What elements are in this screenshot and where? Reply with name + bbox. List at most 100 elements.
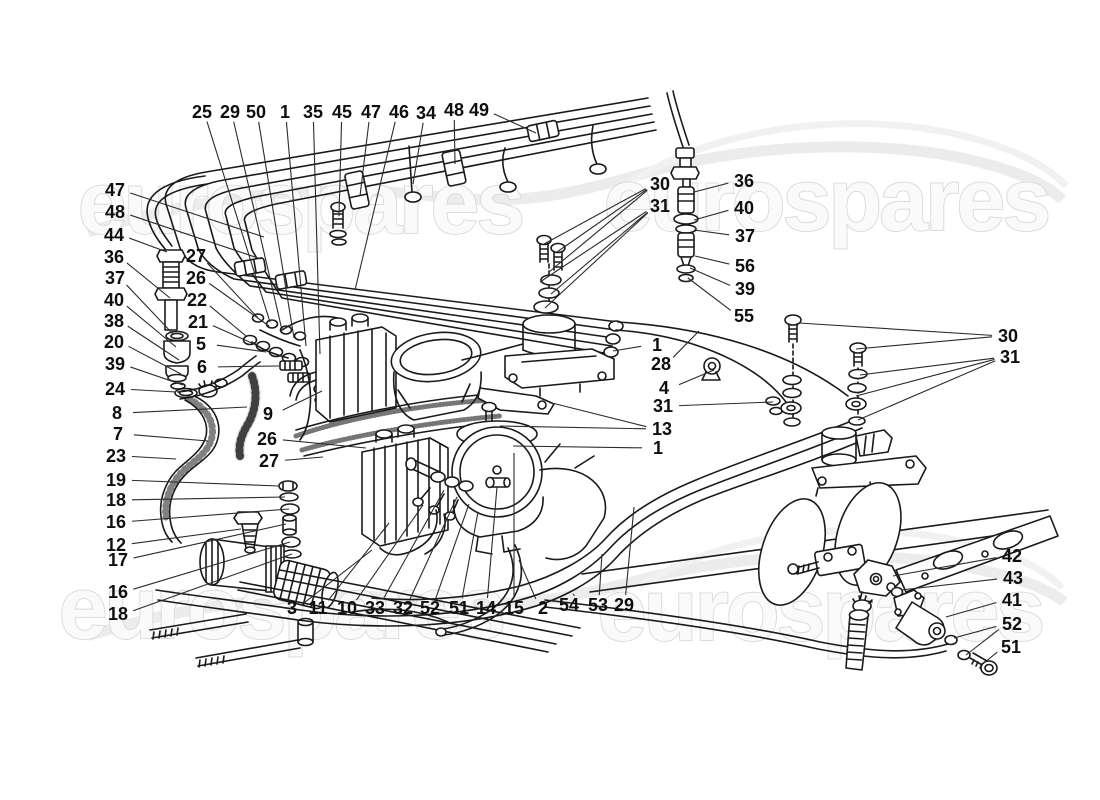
leader-line [965,629,1000,656]
part-label-46[interactable]: 46 [389,102,409,122]
part-label-1[interactable]: 1 [652,335,662,355]
part-label-28[interactable]: 28 [651,354,671,374]
leader-line [435,503,470,599]
part-label-30[interactable]: 30 [998,326,1018,346]
leader-line [209,283,270,327]
leader-line [130,388,177,393]
leader-lines [126,113,1000,664]
part-label-43[interactable]: 43 [1003,568,1023,588]
leader-line [945,601,997,618]
leader-line [672,330,700,358]
part-label-29[interactable]: 29 [220,102,240,122]
part-label-37[interactable]: 37 [735,226,755,246]
part-label-49[interactable]: 49 [469,100,489,120]
part-label-44[interactable]: 44 [104,225,124,245]
part-label-26[interactable]: 26 [186,268,206,288]
right-injector [666,90,700,283]
part-label-24[interactable]: 24 [105,379,125,399]
part-label-47[interactable]: 47 [361,102,381,122]
part-label-19[interactable]: 19 [106,470,126,490]
part-label-52[interactable]: 52 [1002,614,1022,634]
part-label-22[interactable]: 22 [187,290,207,310]
part-label-18[interactable]: 18 [108,604,128,624]
part-label-1[interactable]: 1 [280,102,290,122]
part-label-53[interactable]: 53 [588,595,608,615]
part-label-34[interactable]: 34 [416,103,436,123]
part-label-41[interactable]: 41 [1002,590,1022,610]
part-label-18[interactable]: 18 [106,490,126,510]
leader-line [486,486,498,599]
part-label-2[interactable]: 2 [538,598,548,618]
part-label-48[interactable]: 48 [105,202,125,222]
part-label-21[interactable]: 21 [188,312,208,332]
part-label-10[interactable]: 10 [337,598,357,618]
part-label-54[interactable]: 54 [559,595,579,615]
part-label-4[interactable]: 4 [659,378,669,398]
part-label-38[interactable]: 38 [104,311,124,331]
part-label-16[interactable]: 16 [108,582,128,602]
part-label-33[interactable]: 33 [365,598,385,618]
part-label-3[interactable]: 3 [287,598,297,618]
leader-line [693,229,730,236]
leader-line [133,434,209,442]
part-label-39[interactable]: 39 [735,279,755,299]
part-label-30[interactable]: 30 [650,174,670,194]
part-label-5[interactable]: 5 [196,334,206,354]
part-label-13[interactable]: 13 [652,419,672,439]
part-label-23[interactable]: 23 [106,446,126,466]
part-label-52[interactable]: 52 [420,598,440,618]
leader-line [678,369,715,386]
leader-line [544,212,649,309]
part-label-45[interactable]: 45 [332,102,352,122]
part-label-6[interactable]: 6 [197,357,207,377]
part-label-16[interactable]: 16 [106,512,126,532]
part-label-42[interactable]: 42 [1002,546,1022,566]
part-label-31[interactable]: 31 [650,196,670,216]
part-label-14[interactable]: 14 [476,598,496,618]
part-label-27[interactable]: 27 [259,451,279,471]
part-label-25[interactable]: 25 [192,102,212,122]
part-label-20[interactable]: 20 [104,332,124,352]
part-label-32[interactable]: 32 [393,598,413,618]
part-label-55[interactable]: 55 [734,306,754,326]
part-label-26[interactable]: 26 [257,429,277,449]
part-label-31[interactable]: 31 [653,396,673,416]
part-label-8[interactable]: 8 [112,403,122,423]
part-label-50[interactable]: 50 [246,102,266,122]
part-label-37[interactable]: 37 [105,268,125,288]
part-label-51[interactable]: 51 [1001,637,1021,657]
part-label-51[interactable]: 51 [449,598,469,618]
part-label-27[interactable]: 27 [186,246,206,266]
leader-line [258,121,295,339]
leader-line [130,192,265,238]
part-label-11[interactable]: 11 [308,598,327,618]
leader-line [131,496,286,501]
part-label-12[interactable]: 12 [106,535,126,555]
left-fuel-hose [146,175,208,251]
leader-line [556,189,647,253]
leader-line [132,553,293,612]
part-label-40[interactable]: 40 [104,290,124,310]
part-label-29[interactable]: 29 [614,595,634,615]
aux-air-valve [780,314,927,497]
part-label-48[interactable]: 48 [444,100,464,120]
leader-line [625,506,635,596]
part-label-17[interactable]: 17 [108,550,128,570]
part-label-1[interactable]: 1 [653,438,663,458]
leader-line [312,121,321,355]
part-label-7[interactable]: 7 [113,424,123,444]
part-label-9[interactable]: 9 [263,404,273,424]
part-label-56[interactable]: 56 [735,256,755,276]
part-label-31[interactable]: 31 [1000,347,1020,367]
part-label-36[interactable]: 36 [734,171,754,191]
part-label-47[interactable]: 47 [105,180,125,200]
leader-line [206,121,271,323]
leader-line [127,325,180,361]
part-label-40[interactable]: 40 [734,198,754,218]
part-label-35[interactable]: 35 [303,102,323,122]
part-label-36[interactable]: 36 [104,247,124,267]
part-label-39[interactable]: 39 [105,354,125,374]
part-label-15[interactable]: 15 [504,598,524,618]
